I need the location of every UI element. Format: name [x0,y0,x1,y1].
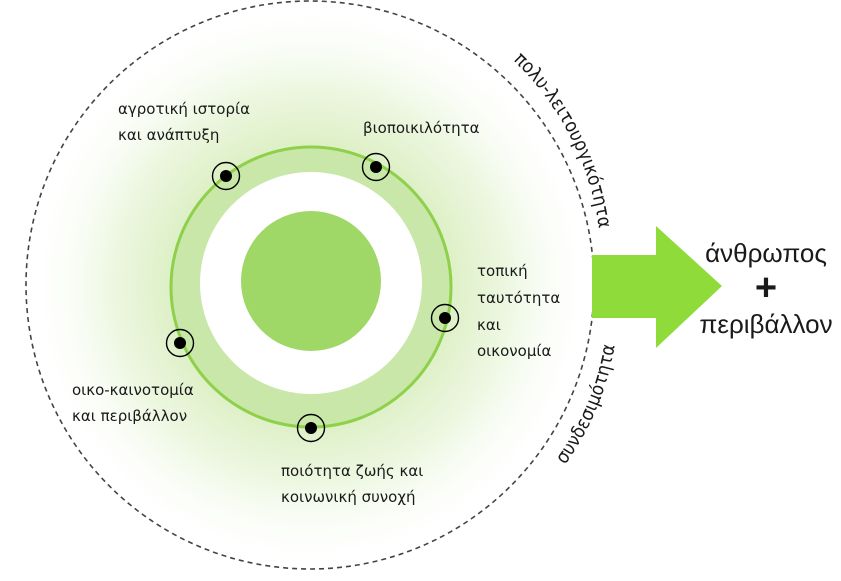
node-marker-local [430,303,460,333]
node-label-agri: αγροτική ιστορία και ανάπτυξη [118,100,255,144]
node-label-local: τοπική ταυτότητα και οικονομία [477,262,565,360]
node-label-eco: οικο-καινοτομία και περιβάλλον [72,381,199,425]
output-line-environment: περιβάλλον [699,309,832,339]
output-line-human: άνθρωπος [705,238,827,268]
node-marker-bio [361,152,391,182]
node-marker-agri [211,161,241,191]
output-plus-sign: + [755,267,777,309]
output-arrow [592,226,722,348]
node-label-quality: ποιότητα ζωής και κοινωνική συνοχή [281,462,428,506]
node-marker-eco [165,328,195,358]
node-label-bio: βιοποικιλότητα [363,119,480,137]
node-marker-quality [296,413,326,443]
core-circle [241,211,381,351]
